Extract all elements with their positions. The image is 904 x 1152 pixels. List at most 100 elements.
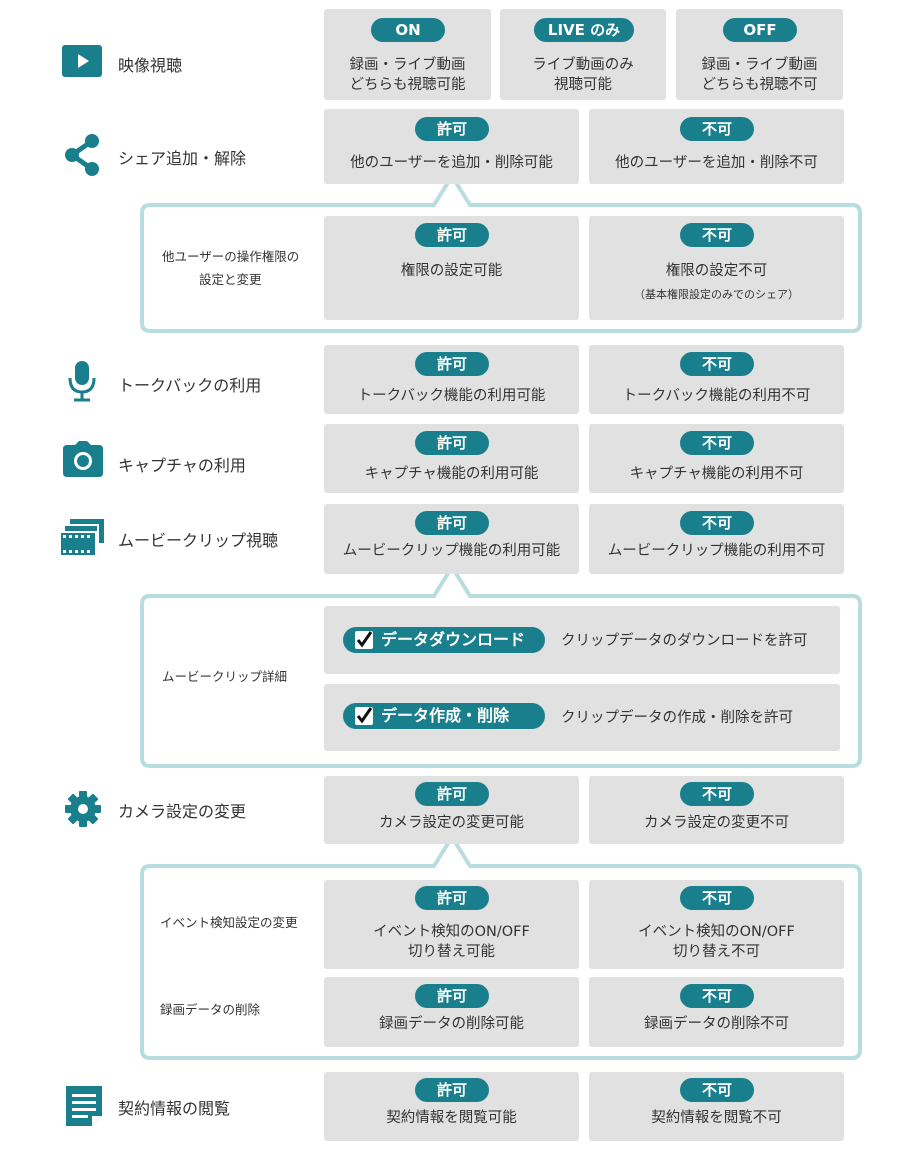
talkback-allow-option[interactable]: 許可 トークバック機能の利用可能 [324, 345, 579, 414]
video-live-option[interactable]: LIVE のみ ライブ動画のみ 視聴可能 [500, 9, 666, 100]
video-off-line1: 録画・ライブ動画 [701, 57, 818, 73]
row-label-capture: キャプチャの利用 [118, 456, 246, 475]
talkback-allow-text: トークバック機能の利用可能 [357, 388, 546, 404]
share-sub-allow-option[interactable]: 許可 権限の設定可能 [324, 216, 579, 320]
download-checkbox-icon[interactable] [355, 631, 373, 649]
movie-allow-pill: 許可 [415, 511, 489, 535]
share-deny-option[interactable]: 不可 他のユーザーを追加・削除不可 [589, 109, 844, 184]
video-on-line2: どちらも視聴可能 [349, 77, 466, 93]
play-icon [62, 45, 102, 77]
row-label-contract: 契約情報の閲覧 [118, 1099, 231, 1118]
share-icon [62, 133, 102, 177]
download-check-pill[interactable]: データダウンロード [343, 627, 545, 653]
contract-allow-text: 契約情報を閲覧可能 [386, 1110, 517, 1126]
talkback-deny-option[interactable]: 不可 トークバック機能の利用不可 [589, 345, 844, 414]
camera-icon [63, 441, 103, 477]
delete-deny-pill: 不可 [680, 984, 754, 1008]
contract-deny-pill: 不可 [680, 1078, 754, 1102]
capture-allow-text: キャプチャ機能の利用可能 [364, 466, 539, 482]
movie-create-option[interactable]: データ作成・削除 クリップデータの作成・削除を許可 [324, 684, 840, 751]
delete-allow-option[interactable]: 許可 録画データの削除可能 [324, 977, 579, 1047]
share-sub-deny-option[interactable]: 不可 権限の設定不可 （基本権限設定のみでのシェア） [589, 216, 844, 320]
camera-detail-frame [140, 833, 862, 1060]
camera-allow-option[interactable]: 許可 カメラ設定の変更可能 [324, 776, 579, 844]
row-label-camera: カメラ設定の変更 [118, 802, 247, 821]
movie-detail-frame [140, 563, 862, 768]
delete-sub-label: 録画データの削除 [160, 1002, 261, 1017]
row-label-video: 映像視聴 [118, 56, 183, 75]
camera-deny-pill: 不可 [680, 782, 754, 806]
event-deny-option[interactable]: 不可 イベント検知のON/OFF 切り替え不可 [589, 880, 844, 969]
delete-allow-pill: 許可 [415, 984, 489, 1008]
delete-deny-text: 録画データの削除不可 [644, 1016, 789, 1032]
contract-deny-option[interactable]: 不可 契約情報を閲覧不可 [589, 1072, 844, 1141]
capture-allow-option[interactable]: 許可 キャプチャ機能の利用可能 [324, 424, 579, 493]
talkback-deny-text: トークバック機能の利用不可 [622, 388, 811, 404]
capture-deny-option[interactable]: 不可 キャプチャ機能の利用不可 [589, 424, 844, 493]
movie-sub-label: ムービークリップ詳細 [162, 669, 288, 684]
share-sub-allow-text: 権限の設定可能 [400, 263, 503, 279]
camera-allow-pill: 許可 [415, 782, 489, 806]
video-on-option[interactable]: ON 録画・ライブ動画 どちらも視聴可能 [324, 9, 491, 100]
row-label-talkback: トークバックの利用 [118, 376, 262, 395]
talkback-allow-pill: 許可 [415, 352, 489, 376]
film-clip-icon [59, 519, 106, 557]
create-description: クリップデータの作成・削除を許可 [561, 710, 793, 726]
video-off-option[interactable]: OFF 録画・ライブ動画 どちらも視聴不可 [676, 9, 843, 100]
movie-allow-text: ムービークリップ機能の利用可能 [342, 543, 561, 559]
event-allow-line2: 切り替え可能 [408, 944, 495, 960]
share-deny-text: 他のユーザーを追加・削除不可 [615, 155, 818, 171]
download-description: クリップデータのダウンロードを許可 [561, 633, 808, 649]
create-check-label: データ作成・削除 [381, 706, 510, 725]
share-allow-text: 他のユーザーを追加・削除可能 [350, 155, 553, 171]
share-allow-pill: 許可 [415, 117, 489, 141]
share-allow-option[interactable]: 許可 他のユーザーを追加・削除可能 [324, 109, 579, 184]
event-deny-line2: 切り替え不可 [673, 944, 760, 960]
movie-download-option[interactable]: データダウンロード クリップデータのダウンロードを許可 [324, 606, 840, 674]
document-icon [66, 1086, 102, 1126]
video-on-line1: 録画・ライブ動画 [349, 57, 466, 73]
capture-deny-text: キャプチャ機能の利用不可 [629, 466, 804, 482]
camera-allow-text: カメラ設定の変更可能 [379, 815, 524, 831]
video-live-line1: ライブ動画のみ [532, 57, 634, 73]
camera-deny-option[interactable]: 不可 カメラ設定の変更不可 [589, 776, 844, 844]
share-deny-pill: 不可 [680, 117, 754, 141]
delete-allow-text: 録画データの削除可能 [379, 1016, 524, 1032]
movie-deny-option[interactable]: 不可 ムービークリップ機能の利用不可 [589, 504, 844, 574]
share-sub-deny-note: （基本権限設定のみでのシェア） [634, 288, 799, 301]
share-sub-deny-text: 権限の設定不可 [665, 263, 768, 279]
video-live-pill: LIVE のみ [534, 18, 634, 42]
share-sub-label-line2: 設定と変更 [199, 272, 262, 287]
capture-deny-pill: 不可 [680, 431, 754, 455]
event-deny-line1: イベント検知のON/OFF [638, 924, 795, 940]
video-off-pill: OFF [723, 18, 797, 42]
camera-deny-text: カメラ設定の変更不可 [644, 815, 789, 831]
movie-deny-text: ムービークリップ機能の利用不可 [607, 543, 826, 559]
event-allow-option[interactable]: 許可 イベント検知のON/OFF 切り替え可能 [324, 880, 579, 969]
event-allow-pill: 許可 [415, 886, 489, 910]
talkback-deny-pill: 不可 [680, 352, 754, 376]
gear-icon [64, 790, 102, 828]
row-label-movie: ムービークリップ視聴 [118, 531, 279, 550]
event-deny-pill: 不可 [680, 886, 754, 910]
delete-deny-option[interactable]: 不可 録画データの削除不可 [589, 977, 844, 1047]
create-checkbox-icon[interactable] [355, 707, 373, 725]
event-allow-line1: イベント検知のON/OFF [373, 924, 530, 940]
microphone-icon [66, 360, 98, 402]
capture-allow-pill: 許可 [415, 431, 489, 455]
share-sub-deny-pill: 不可 [680, 223, 754, 247]
movie-deny-pill: 不可 [680, 511, 754, 535]
movie-allow-option[interactable]: 許可 ムービークリップ機能の利用可能 [324, 504, 579, 574]
video-on-pill: ON [371, 18, 445, 42]
download-check-label: データダウンロード [381, 630, 526, 649]
event-sub-label: イベント検知設定の変更 [160, 915, 298, 930]
contract-allow-option[interactable]: 許可 契約情報を閲覧可能 [324, 1072, 579, 1141]
contract-allow-pill: 許可 [415, 1078, 489, 1102]
video-off-line2: どちらも視聴不可 [701, 77, 818, 93]
row-label-share: シェア追加・解除 [118, 149, 247, 168]
share-sub-label-line1: 他ユーザーの操作権限の [162, 249, 300, 264]
create-check-pill[interactable]: データ作成・削除 [343, 703, 545, 729]
video-live-line2: 視聴可能 [554, 77, 612, 93]
share-sub-allow-pill: 許可 [415, 223, 489, 247]
